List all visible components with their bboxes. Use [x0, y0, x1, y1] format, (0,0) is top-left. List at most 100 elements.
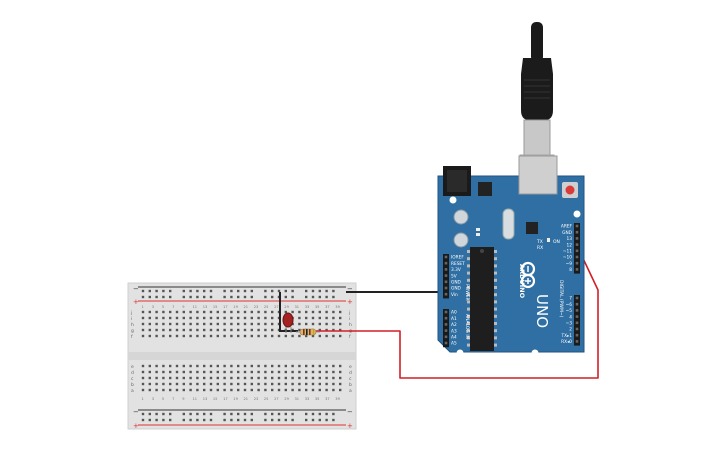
terminal-hole[interactable]	[332, 364, 335, 368]
terminal-hole[interactable]	[291, 334, 294, 338]
rail-hole[interactable]	[325, 289, 328, 293]
rail-hole[interactable]	[250, 295, 253, 299]
rail-hole[interactable]	[271, 289, 274, 293]
rail-hole[interactable]	[311, 295, 315, 299]
rail-hole[interactable]	[250, 289, 253, 293]
rail-hole[interactable]	[155, 418, 158, 422]
terminal-hole[interactable]	[169, 322, 172, 326]
terminal-hole[interactable]	[332, 328, 335, 332]
rail-hole[interactable]	[318, 289, 321, 293]
terminal-hole[interactable]	[264, 376, 267, 380]
terminal-hole[interactable]	[298, 316, 301, 320]
rail-hole[interactable]	[243, 295, 247, 299]
terminal-hole[interactable]	[196, 376, 199, 380]
terminal-hole[interactable]	[237, 334, 240, 338]
terminal-hole[interactable]	[284, 364, 287, 368]
power-pin[interactable]	[444, 261, 448, 265]
terminal-hole[interactable]	[332, 322, 335, 326]
resistor[interactable]	[296, 328, 320, 336]
terminal-hole[interactable]	[264, 382, 267, 386]
terminal-hole[interactable]	[257, 382, 260, 386]
terminal-hole[interactable]	[243, 310, 247, 314]
terminal-hole[interactable]	[203, 370, 206, 374]
terminal-hole[interactable]	[216, 376, 219, 380]
terminal-hole[interactable]	[325, 376, 328, 380]
terminal-hole[interactable]	[203, 382, 206, 386]
terminal-hole[interactable]	[271, 388, 274, 392]
terminal-hole[interactable]	[209, 322, 213, 326]
terminal-hole[interactable]	[189, 334, 192, 338]
terminal-hole[interactable]	[243, 364, 247, 368]
rail-hole[interactable]	[189, 418, 192, 422]
terminal-hole[interactable]	[318, 334, 321, 338]
terminal-hole[interactable]	[209, 388, 213, 392]
digital-pin[interactable]	[575, 296, 579, 300]
terminal-hole[interactable]	[339, 388, 342, 392]
rail-hole[interactable]	[182, 289, 185, 293]
rail-hole[interactable]	[311, 418, 315, 422]
terminal-hole[interactable]	[169, 364, 172, 368]
terminal-hole[interactable]	[196, 334, 199, 338]
terminal-hole[interactable]	[318, 364, 321, 368]
terminal-hole[interactable]	[162, 370, 165, 374]
rail-hole[interactable]	[264, 295, 267, 299]
terminal-hole[interactable]	[237, 328, 240, 332]
rail-hole[interactable]	[189, 289, 192, 293]
terminal-hole[interactable]	[148, 334, 151, 338]
rail-hole[interactable]	[318, 295, 321, 299]
terminal-hole[interactable]	[189, 382, 192, 386]
terminal-hole[interactable]	[209, 316, 213, 320]
reset-button-icon[interactable]	[565, 185, 575, 195]
rail-hole[interactable]	[141, 295, 145, 299]
terminal-hole[interactable]	[271, 370, 274, 374]
terminal-hole[interactable]	[271, 316, 274, 320]
terminal-hole[interactable]	[250, 382, 253, 386]
wires[interactable]	[279, 251, 599, 379]
terminal-hole[interactable]	[209, 376, 213, 380]
terminal-hole[interactable]	[284, 310, 287, 314]
terminal-hole[interactable]	[209, 310, 213, 314]
terminal-hole[interactable]	[189, 310, 192, 314]
terminal-hole[interactable]	[311, 310, 315, 314]
digital-pin[interactable]	[575, 243, 579, 246]
terminal-hole[interactable]	[257, 370, 260, 374]
terminal-hole[interactable]	[196, 310, 199, 314]
terminal-hole[interactable]	[141, 388, 145, 392]
rail-hole[interactable]	[325, 295, 328, 299]
rail-hole[interactable]	[148, 412, 151, 416]
terminal-hole[interactable]	[298, 388, 301, 392]
rail-hole[interactable]	[318, 412, 321, 416]
terminal-hole[interactable]	[332, 334, 335, 338]
terminal-hole[interactable]	[311, 334, 315, 338]
terminal-hole[interactable]	[196, 316, 199, 320]
power-pin[interactable]	[444, 274, 448, 277]
rail-hole[interactable]	[243, 289, 247, 293]
rail-hole[interactable]	[318, 418, 321, 422]
terminal-hole[interactable]	[339, 382, 342, 386]
arduino-uno-board[interactable]: TX RX ON ARDUINO UNO POWER ANALOG IN DIG…	[437, 155, 585, 357]
terminal-hole[interactable]	[250, 388, 253, 392]
rail-hole[interactable]	[209, 289, 213, 293]
analog-pin[interactable]	[444, 341, 448, 345]
terminal-hole[interactable]	[305, 322, 308, 326]
terminal-hole[interactable]	[264, 364, 267, 368]
terminal-hole[interactable]	[209, 382, 213, 386]
rail-hole[interactable]	[237, 418, 240, 422]
terminal-hole[interactable]	[223, 334, 226, 338]
rail-hole[interactable]	[223, 289, 226, 293]
terminal-hole[interactable]	[332, 310, 335, 314]
digital-pin[interactable]	[575, 249, 579, 253]
terminal-hole[interactable]	[155, 334, 158, 338]
rail-hole[interactable]	[271, 412, 274, 416]
terminal-hole[interactable]	[271, 322, 274, 326]
terminal-hole[interactable]	[175, 316, 179, 320]
terminal-hole[interactable]	[325, 370, 328, 374]
terminal-hole[interactable]	[257, 388, 260, 392]
terminal-hole[interactable]	[216, 328, 219, 332]
terminal-hole[interactable]	[325, 310, 328, 314]
terminal-hole[interactable]	[305, 388, 308, 392]
terminal-hole[interactable]	[169, 388, 172, 392]
rail-hole[interactable]	[169, 412, 172, 416]
terminal-hole[interactable]	[298, 322, 301, 326]
rail-hole[interactable]	[271, 295, 274, 299]
